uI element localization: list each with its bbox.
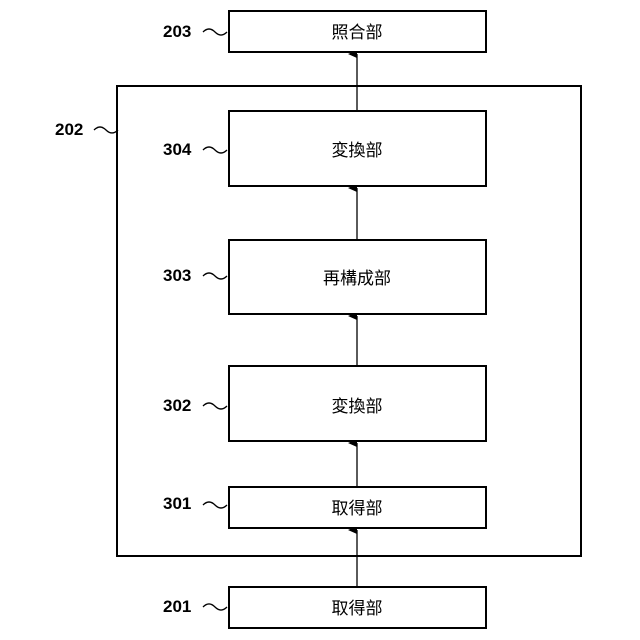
block-match-leader: [203, 29, 227, 35]
block-convert-2-ref: 304: [163, 140, 192, 159]
block-reconstruct-label: 再構成部: [323, 269, 391, 289]
block-acquire-inner-label: 取得部: [332, 499, 383, 519]
block-acquire-outer-ref: 201: [163, 597, 191, 616]
block-acquire-outer-leader: [203, 604, 227, 610]
block-convert-2-label: 変換部: [332, 141, 383, 161]
block-acquire-inner-ref: 301: [163, 494, 191, 513]
outer-group-ref: 202: [55, 120, 83, 139]
block-reconstruct-ref: 303: [163, 266, 191, 285]
block-acquire-outer: 取得部 201: [163, 587, 486, 628]
block-convert-1-ref: 302: [163, 396, 191, 415]
block-convert-1-label: 変換部: [332, 397, 383, 417]
outer-group-ref-leader: [94, 127, 118, 133]
block-match-ref: 203: [163, 22, 191, 41]
block-match-label: 照合部: [332, 23, 383, 43]
block-match: 照合部 203: [163, 11, 486, 52]
block-acquire-outer-label: 取得部: [332, 599, 383, 619]
